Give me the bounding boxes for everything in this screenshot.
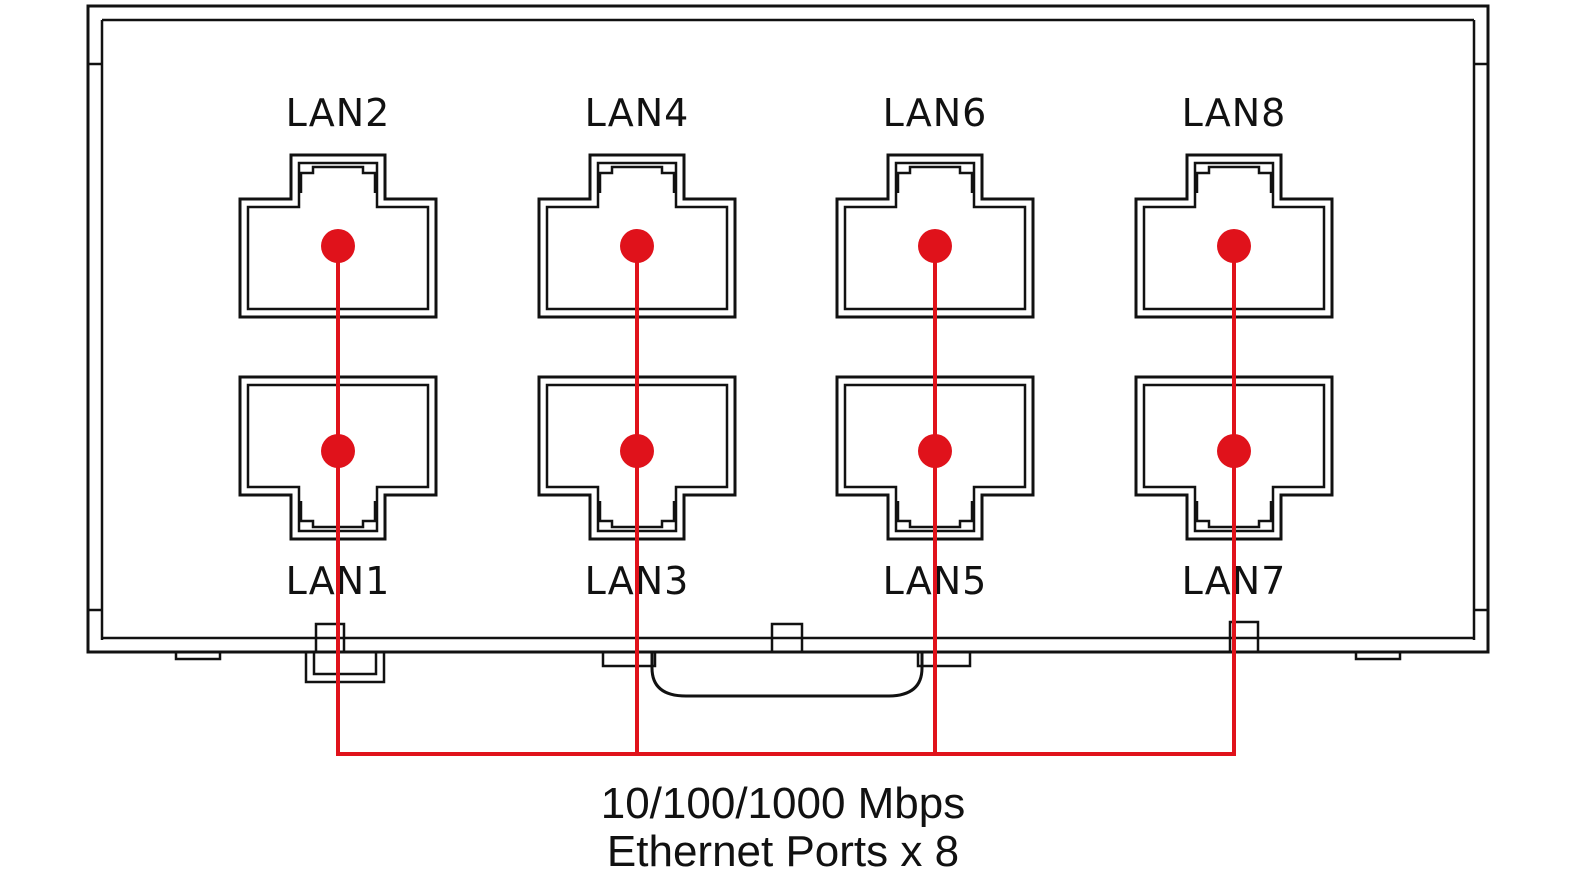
port-marker-dot xyxy=(321,434,355,468)
port-marker-dot xyxy=(918,434,952,468)
port-inner-outline xyxy=(545,161,729,311)
port-outer-outline xyxy=(238,375,438,541)
port-inner-outline xyxy=(246,383,430,533)
port-outer-outline xyxy=(1134,375,1334,541)
port-outer-outline xyxy=(537,153,737,319)
port-inner-outline xyxy=(545,383,729,533)
port-marker-dot xyxy=(918,229,952,263)
ethernet-port-lan4: LAN4 xyxy=(537,91,737,319)
caption-speed: 10/100/1000 Mbps xyxy=(601,779,966,828)
chassis-base-details xyxy=(174,620,1402,698)
port-marker-dot xyxy=(321,229,355,263)
port-label-lan6: LAN6 xyxy=(883,91,988,135)
port-inner-outline xyxy=(246,161,430,311)
port-marker-dot xyxy=(620,434,654,468)
ethernet-port-lan2: LAN2 xyxy=(238,91,438,319)
port-outer-outline xyxy=(537,375,737,541)
port-contact-notch xyxy=(896,165,974,193)
port-label-lan2: LAN2 xyxy=(286,91,391,135)
port-outer-outline xyxy=(835,153,1035,319)
port-inner-outline xyxy=(1142,161,1326,311)
port-outer-outline xyxy=(1134,153,1334,319)
ethernet-port-lan8: LAN8 xyxy=(1134,91,1334,319)
port-outer-outline xyxy=(238,153,438,319)
port-marker-dot xyxy=(620,229,654,263)
port-label-lan8: LAN8 xyxy=(1182,91,1287,135)
port-marker-dot xyxy=(1217,434,1251,468)
port-inner-outline xyxy=(843,161,1027,311)
port-outer-outline xyxy=(835,375,1035,541)
caption-port-count: Ethernet Ports x 8 xyxy=(607,827,959,876)
ethernet-port-lan6: LAN6 xyxy=(835,91,1035,319)
port-label-lan4: LAN4 xyxy=(585,91,690,135)
port-contact-notch xyxy=(1195,165,1273,193)
port-contact-notch xyxy=(598,165,676,193)
port-marker-dot xyxy=(1217,229,1251,263)
port-contact-notch xyxy=(299,165,377,193)
port-inner-outline xyxy=(843,383,1027,533)
port-inner-outline xyxy=(1142,383,1326,533)
wiring-group xyxy=(321,229,1251,756)
